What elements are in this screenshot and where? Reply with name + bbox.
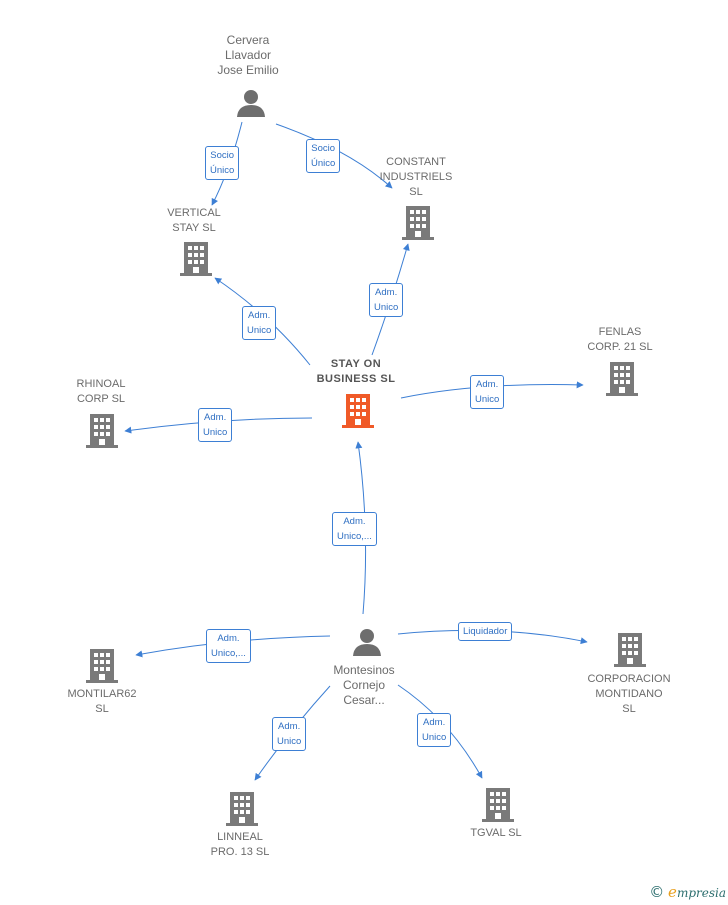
node-label-linneal[interactable]: LINNEAL PRO. 13 SL: [210, 831, 270, 858]
building-icon-corporacion[interactable]: [614, 631, 646, 667]
node-label-corporacion[interactable]: CORPORACION MONTIDANO SL: [587, 673, 671, 715]
building-icon-tgval[interactable]: [482, 786, 514, 822]
edge-cervera-constant: [275, 123, 393, 189]
node-label-montesinos[interactable]: Montesinos Cornejo Cesar...: [333, 663, 395, 707]
edge-label-stay-constant: Adm. Unico: [369, 283, 404, 317]
building-icon-montilar[interactable]: [86, 647, 118, 683]
node-label-stay[interactable]: STAY ON BUSINESS SL: [316, 358, 396, 385]
node-label-tgval[interactable]: TGVAL SL: [470, 827, 522, 839]
edge-label-montesinos-stay: Adm. Unico,...: [332, 512, 377, 546]
edge-label-montesinos-montilar: Adm. Unico,...: [206, 629, 251, 663]
building-icon-rhinoal[interactable]: [86, 412, 118, 448]
node-label-montilar[interactable]: MONTILAR62 SL: [67, 688, 137, 715]
node-label-rhinoal[interactable]: RHINOAL CORP SL: [76, 378, 126, 405]
building-icon-constant[interactable]: [402, 204, 434, 240]
person-icon[interactable]: [352, 627, 382, 657]
node-label-vertical[interactable]: VERTICAL STAY SL: [167, 207, 221, 234]
edge-label-stay-vertical: Adm. Unico: [242, 306, 277, 340]
building-icon-vertical[interactable]: [180, 240, 212, 276]
edge-label-montesinos-linneal: Adm. Unico: [272, 717, 307, 751]
building-icon-linneal[interactable]: [226, 790, 258, 826]
edge-label-montesinos-tgval: Adm. Unico: [417, 713, 452, 747]
node-label-cervera[interactable]: Cervera Llavador Jose Emilio: [217, 33, 279, 77]
building-icon-fenlas[interactable]: [606, 360, 638, 396]
person-icon[interactable]: [236, 88, 266, 118]
brand-initial: e: [668, 883, 677, 901]
node-label-constant[interactable]: CONSTANT INDUSTRIELS SL: [379, 156, 453, 198]
edge-label-stay-rhinoal: Adm. Unico: [198, 408, 233, 442]
edge-label-cervera-constant: Socio Único: [306, 139, 341, 173]
building-icon-stay[interactable]: [342, 392, 374, 428]
edge-label-montesinos-corporacion: Liquidador: [458, 622, 513, 641]
footer-brand: © empresia: [649, 883, 726, 901]
edge-label-cervera-vertical: Socio Único: [205, 146, 240, 180]
brand-name: mpresia: [676, 886, 726, 900]
node-label-fenlas[interactable]: FENLAS CORP. 21 SL: [587, 326, 653, 353]
edge-label-stay-fenlas: Adm. Unico: [470, 375, 505, 409]
copyright-icon: ©: [649, 883, 665, 901]
